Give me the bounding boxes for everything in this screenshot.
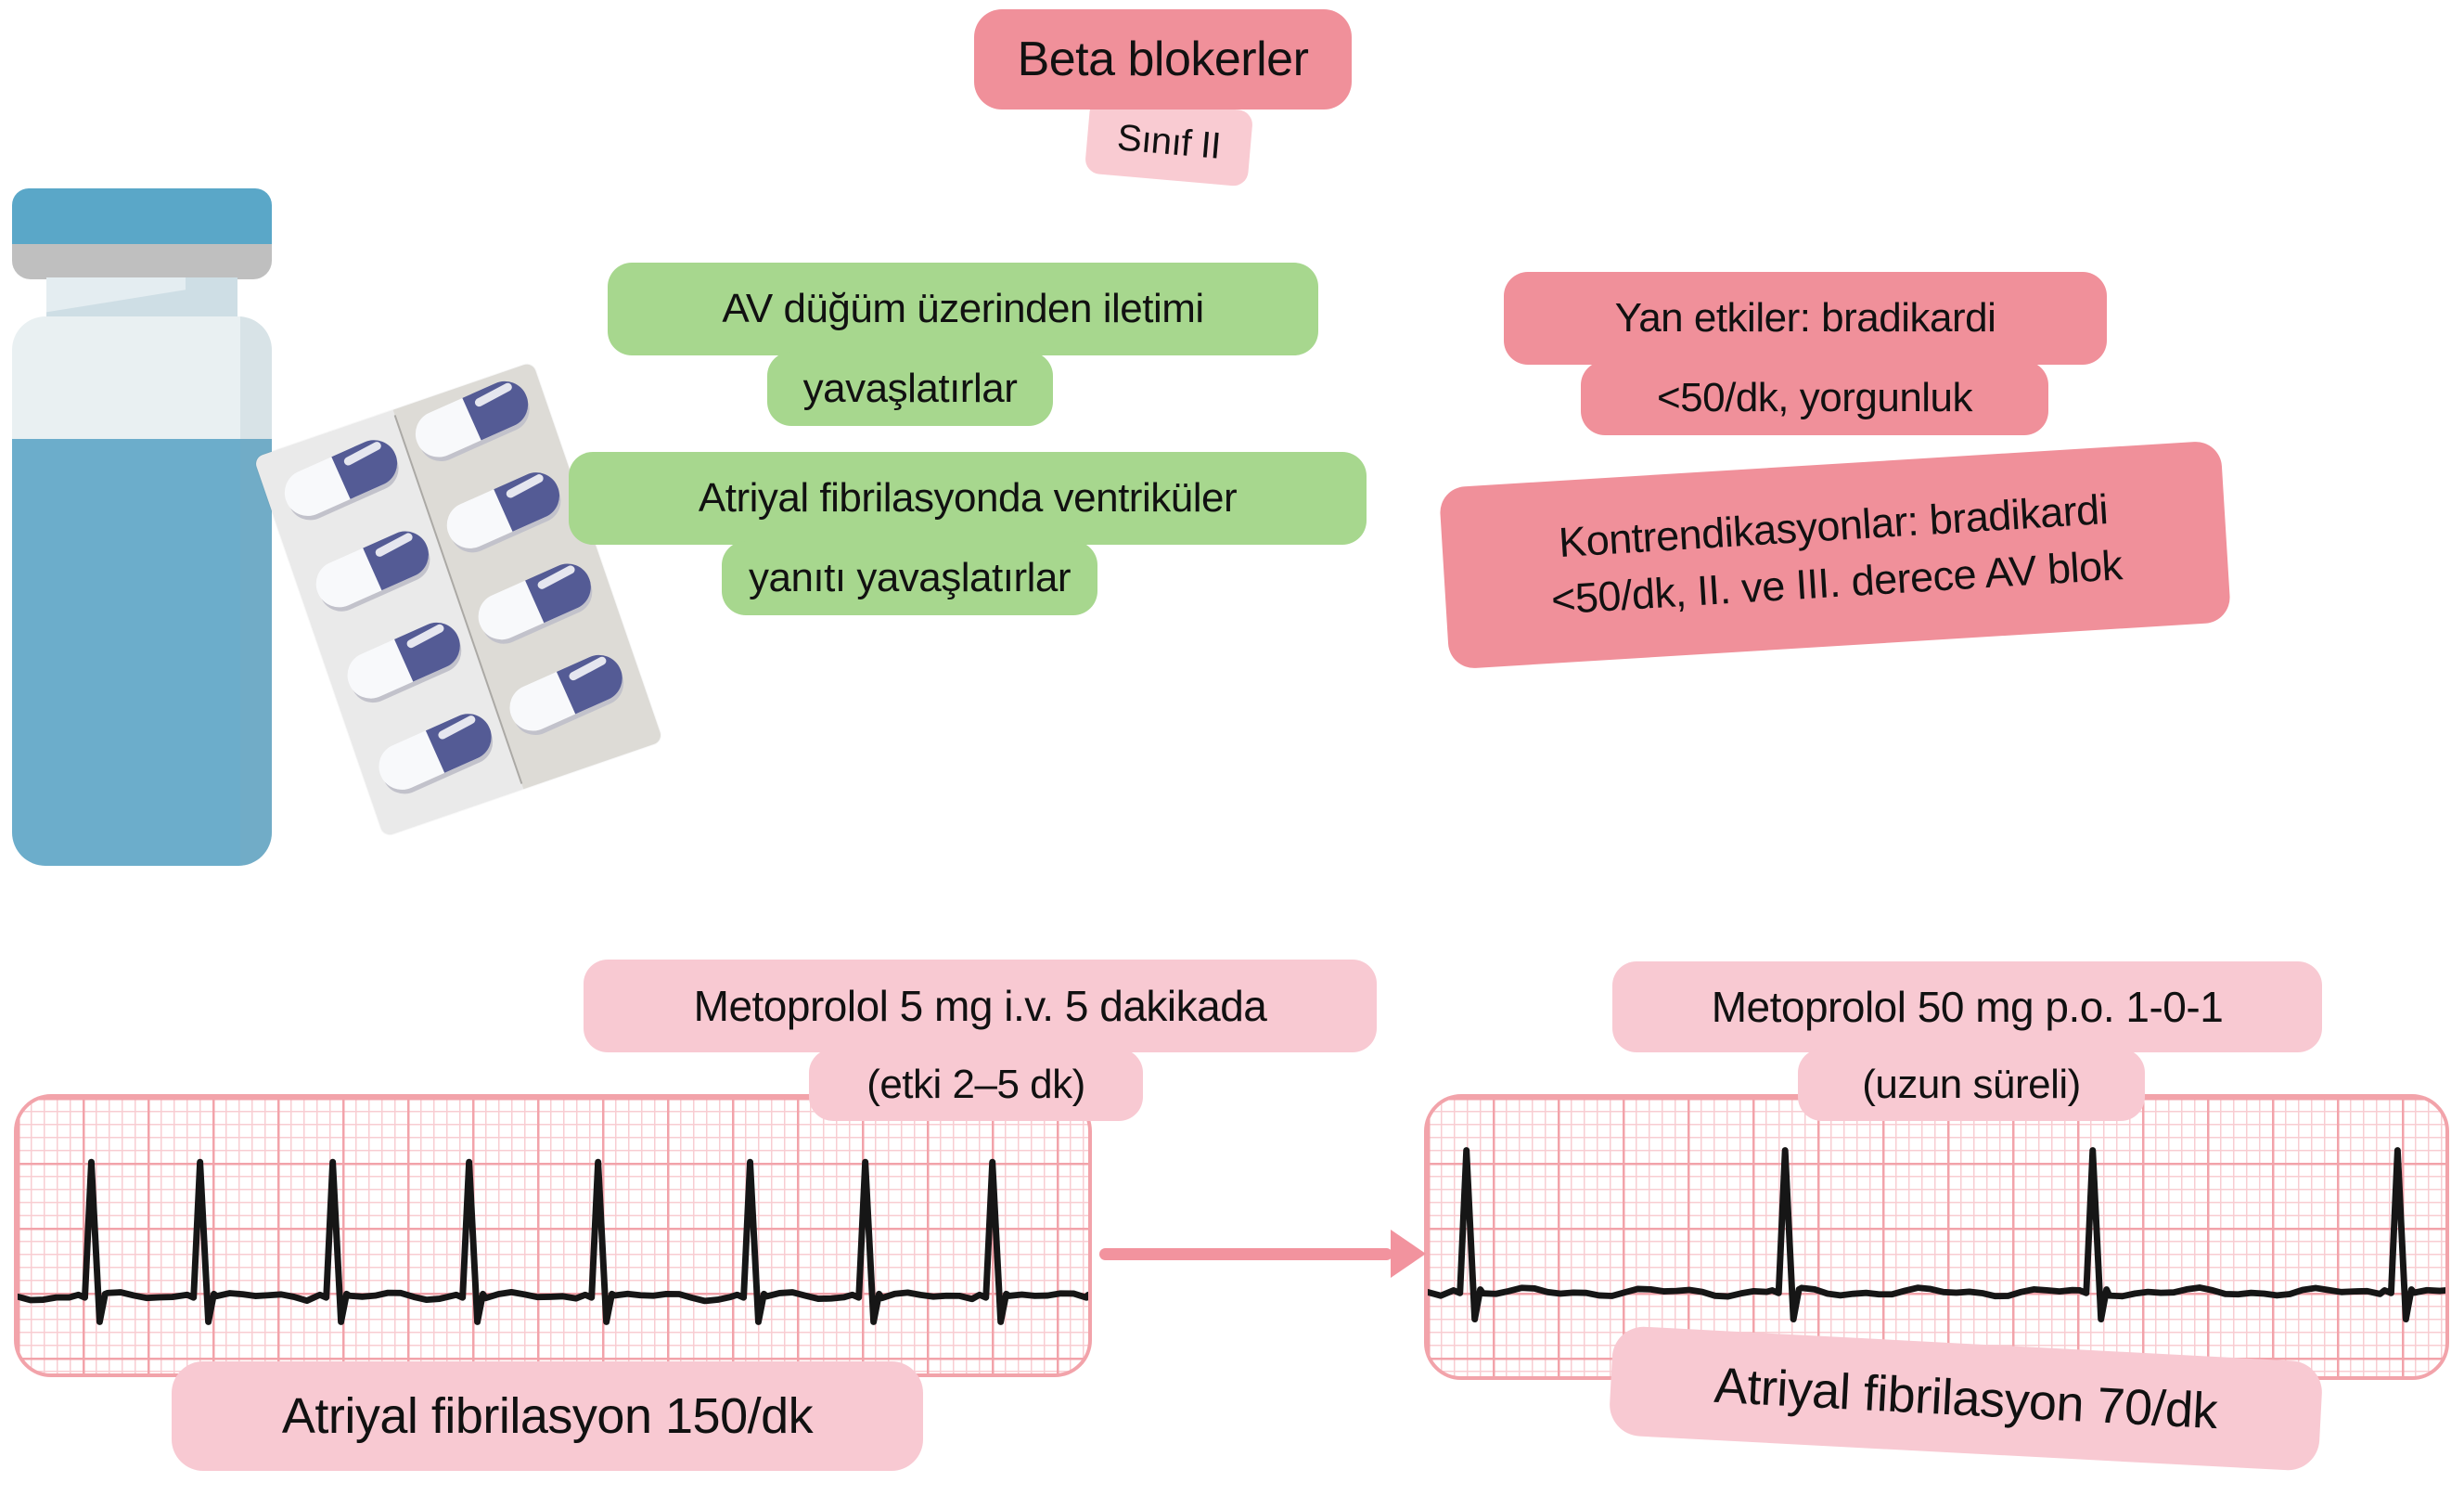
contraindications-note: Kontrendikasyonlar: bradikardi <50/dk, I… xyxy=(1438,440,2232,670)
effect-note-av-node-line1: AV düğüm üzerinden iletimi xyxy=(608,263,1318,355)
capsule-icon xyxy=(371,706,499,797)
medication-vial-illustration xyxy=(12,188,272,866)
vial-metal-band xyxy=(12,244,272,279)
pill-blister-pack-illustration xyxy=(253,362,663,837)
effect-note-av-node-line2: yavaşlatırlar xyxy=(767,352,1053,426)
dose-label-po-line1: Metoprolol 50 mg p.o. 1-0-1 xyxy=(1612,961,2322,1052)
page-title: Beta blokerler xyxy=(974,9,1352,110)
side-effects-note-line1: Yan etkiler: bradikardi xyxy=(1504,272,2107,365)
effect-note-af-response-line1: Atriyal fibrilasyonda ventriküler xyxy=(569,452,1367,545)
vial-neck xyxy=(46,277,237,318)
ecg-trace-70bpm xyxy=(1428,1147,2445,1323)
dose-label-iv-line2: (etki 2–5 dk) xyxy=(809,1049,1143,1121)
effect-note-af-response-line2: yanıtı yavaşlatırlar xyxy=(722,541,1097,615)
capsule-icon xyxy=(340,614,468,706)
rhythm-caption-150: Atriyal fibrilasyon 150/dk xyxy=(172,1361,923,1471)
ecg-trace-150bpm xyxy=(18,1158,1088,1325)
vial-cap xyxy=(12,188,272,246)
capsule-icon xyxy=(276,432,405,523)
dose-label-po-line2: (uzun süreli) xyxy=(1798,1049,2145,1121)
transition-arrow-icon xyxy=(1099,1230,1426,1278)
vial-liquid xyxy=(12,439,272,866)
antiarrhythmic-class-badge: Sınıf II xyxy=(1084,97,1254,187)
ecg-strip-after-treatment xyxy=(1424,1094,2449,1380)
vial-body-shading xyxy=(240,316,272,866)
vial-body xyxy=(12,316,272,866)
ecg-strip-before-treatment xyxy=(14,1094,1092,1377)
side-effects-note-line2: <50/dk, yorgunluk xyxy=(1581,361,2048,435)
capsule-icon xyxy=(308,523,436,615)
dose-label-iv-line1: Metoprolol 5 mg i.v. 5 dakikada xyxy=(584,960,1377,1052)
